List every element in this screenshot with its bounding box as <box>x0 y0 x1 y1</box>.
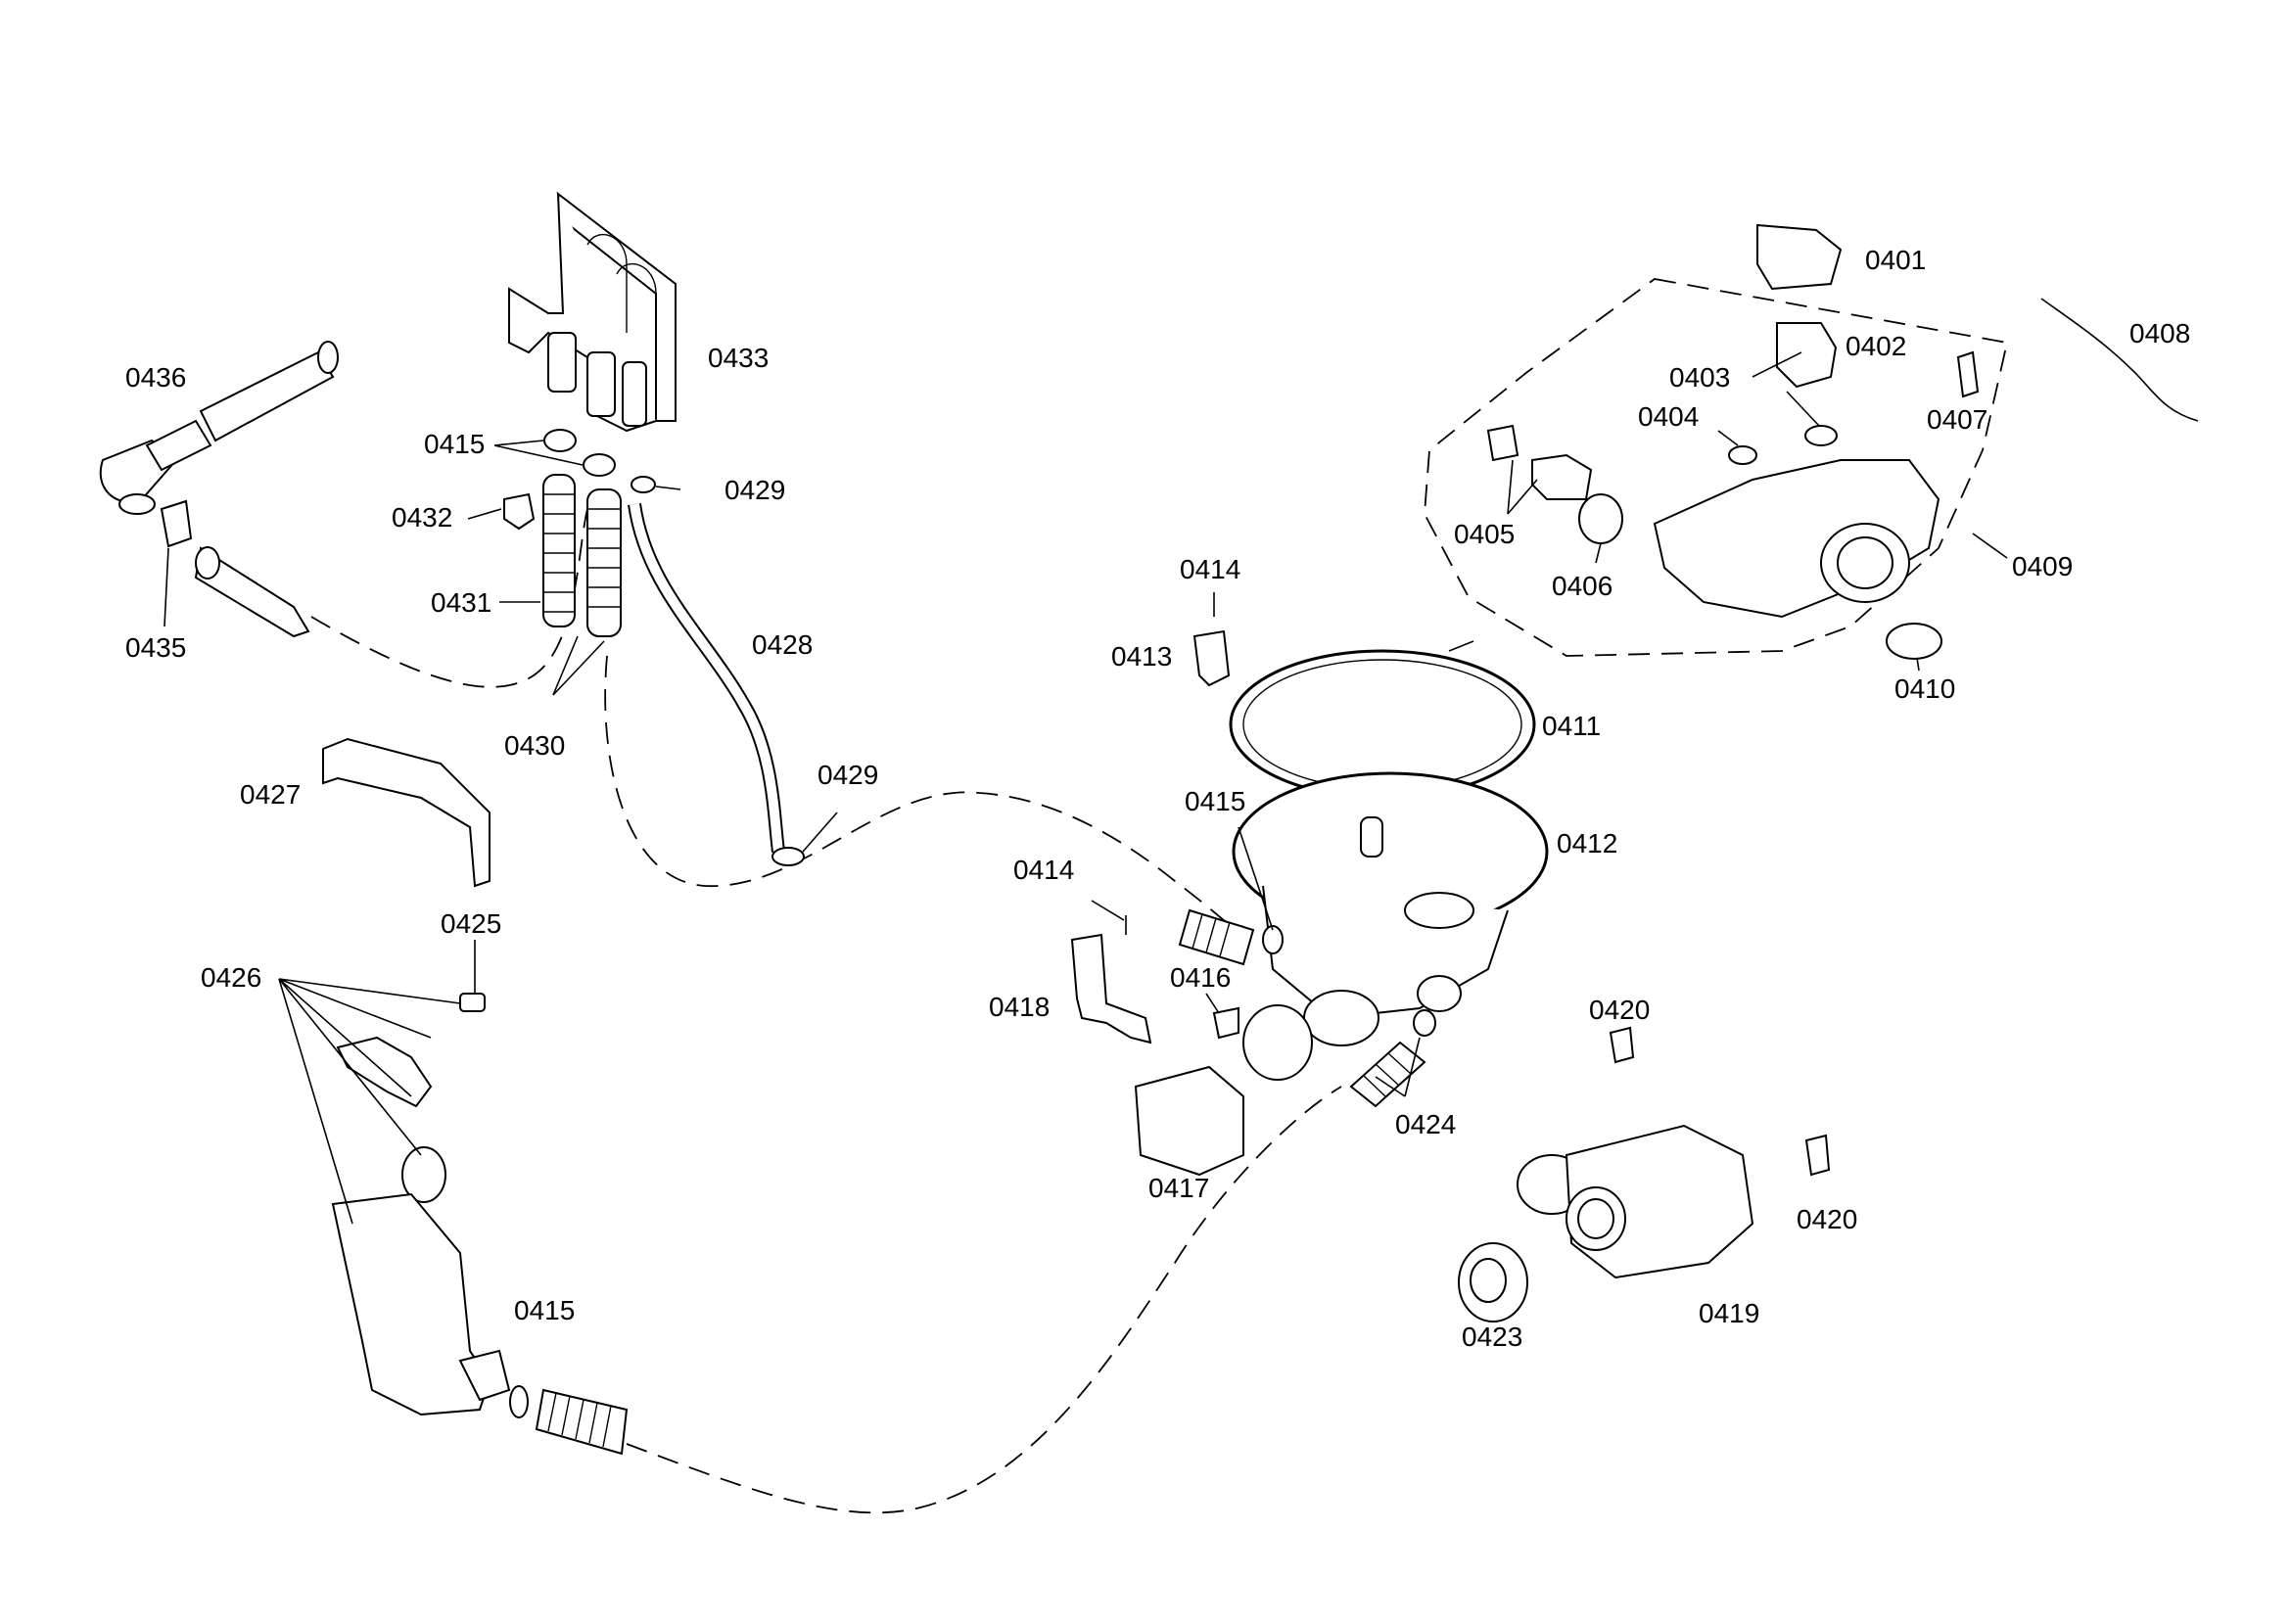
label-0436: 0436 <box>125 362 187 393</box>
part-hose-0435 <box>194 546 310 638</box>
label-0429: 0429 <box>818 760 879 790</box>
part-0405-sensor <box>1531 453 1593 500</box>
label-0415: 0415 <box>514 1295 576 1325</box>
part-0429-clamp <box>631 476 656 493</box>
label-0416: 0416 <box>1170 962 1232 993</box>
part-0427 <box>322 737 491 888</box>
label-0420: 0420 <box>1797 1204 1858 1234</box>
part-0407 <box>1956 350 1980 398</box>
label-0413: 0413 <box>1111 641 1173 672</box>
part-0415-ring <box>1242 1004 1313 1081</box>
label-0411: 0411 <box>1542 711 1602 741</box>
label-0429: 0429 <box>724 475 786 505</box>
part-0431 <box>542 474 576 627</box>
part-0429-clamp <box>771 847 805 866</box>
part-0408 <box>2040 298 2199 422</box>
hose-route-line <box>604 655 1249 941</box>
label-0428: 0428 <box>752 629 814 660</box>
label-0427: 0427 <box>240 779 302 810</box>
part-0415-ring <box>583 453 616 477</box>
part-0426-cylinder <box>401 1146 446 1203</box>
leader-lines <box>164 351 2008 1225</box>
label-0408: 0408 <box>2129 318 2191 348</box>
label-0404: 0404 <box>1638 401 1700 432</box>
label-0420: 0420 <box>1589 995 1651 1025</box>
part-0418 <box>1070 933 1152 1044</box>
part-0424-ring <box>1413 1009 1436 1037</box>
label-0425: 0425 <box>441 908 502 939</box>
part-0416 <box>1212 1006 1239 1040</box>
part-0419 <box>1517 1124 1754 1279</box>
part-0424 <box>1349 1041 1426 1108</box>
assembly-boundary <box>1424 278 2009 657</box>
part-0401 <box>1756 223 1843 291</box>
label-0415: 0415 <box>1185 786 1246 816</box>
part-0412 <box>1232 771 1549 1046</box>
part-0406 <box>1578 493 1623 544</box>
label-0418: 0418 <box>989 992 1051 1022</box>
part-0435 <box>160 499 193 548</box>
label-0402: 0402 <box>1846 331 1907 361</box>
label-0401: 0401 <box>1865 245 1927 275</box>
label-0435: 0435 <box>125 632 187 663</box>
label-0417: 0417 <box>1148 1173 1210 1203</box>
label-0406: 0406 <box>1552 571 1613 601</box>
label-0415: 0415 <box>424 429 486 459</box>
label-0433: 0433 <box>708 343 770 373</box>
part-0417 <box>1134 1065 1244 1177</box>
part-0402 <box>1776 322 1838 389</box>
part-0403-ring <box>1804 425 1838 446</box>
label-0423: 0423 <box>1462 1322 1523 1352</box>
part-0432 <box>503 492 536 531</box>
label-0410: 0410 <box>1894 673 1956 704</box>
label-0431: 0431 <box>431 587 492 618</box>
label-0403: 0403 <box>1669 362 1731 393</box>
part-0405 <box>1486 424 1519 462</box>
part-0436 <box>99 341 339 515</box>
part-0415-ring <box>1262 925 1284 954</box>
label-0407: 0407 <box>1927 404 1988 435</box>
part-0433 <box>508 191 677 433</box>
label-0414: 0414 <box>1013 855 1075 885</box>
label-0432: 0432 <box>392 502 453 533</box>
part-0428 <box>628 503 785 853</box>
part-0420 <box>1609 1026 1635 1064</box>
label-0430: 0430 <box>504 730 566 761</box>
part-0425 <box>459 993 486 1012</box>
part-bellows-0415 <box>1178 908 1255 966</box>
hose-route-line <box>310 508 588 688</box>
label-0414: 0414 <box>1180 554 1241 584</box>
hose-route-line <box>626 1086 1342 1514</box>
label-0409: 0409 <box>2012 551 2074 581</box>
part-0404-ring <box>1728 445 1757 465</box>
part-0415-ring <box>543 429 577 452</box>
part-0420 <box>1804 1134 1831 1177</box>
part-0426-housing <box>331 1192 491 1416</box>
part-0430 <box>586 488 622 637</box>
label-0405: 0405 <box>1454 519 1516 549</box>
label-0419: 0419 <box>1699 1298 1760 1328</box>
part-0410 <box>1886 623 1942 660</box>
label-0412: 0412 <box>1557 828 1618 858</box>
part-0413 <box>1192 629 1231 687</box>
part-bellows-hose <box>535 1388 629 1456</box>
part-0415-ring <box>509 1385 529 1418</box>
label-0424: 0424 <box>1395 1109 1457 1139</box>
label-0426: 0426 <box>201 962 262 993</box>
